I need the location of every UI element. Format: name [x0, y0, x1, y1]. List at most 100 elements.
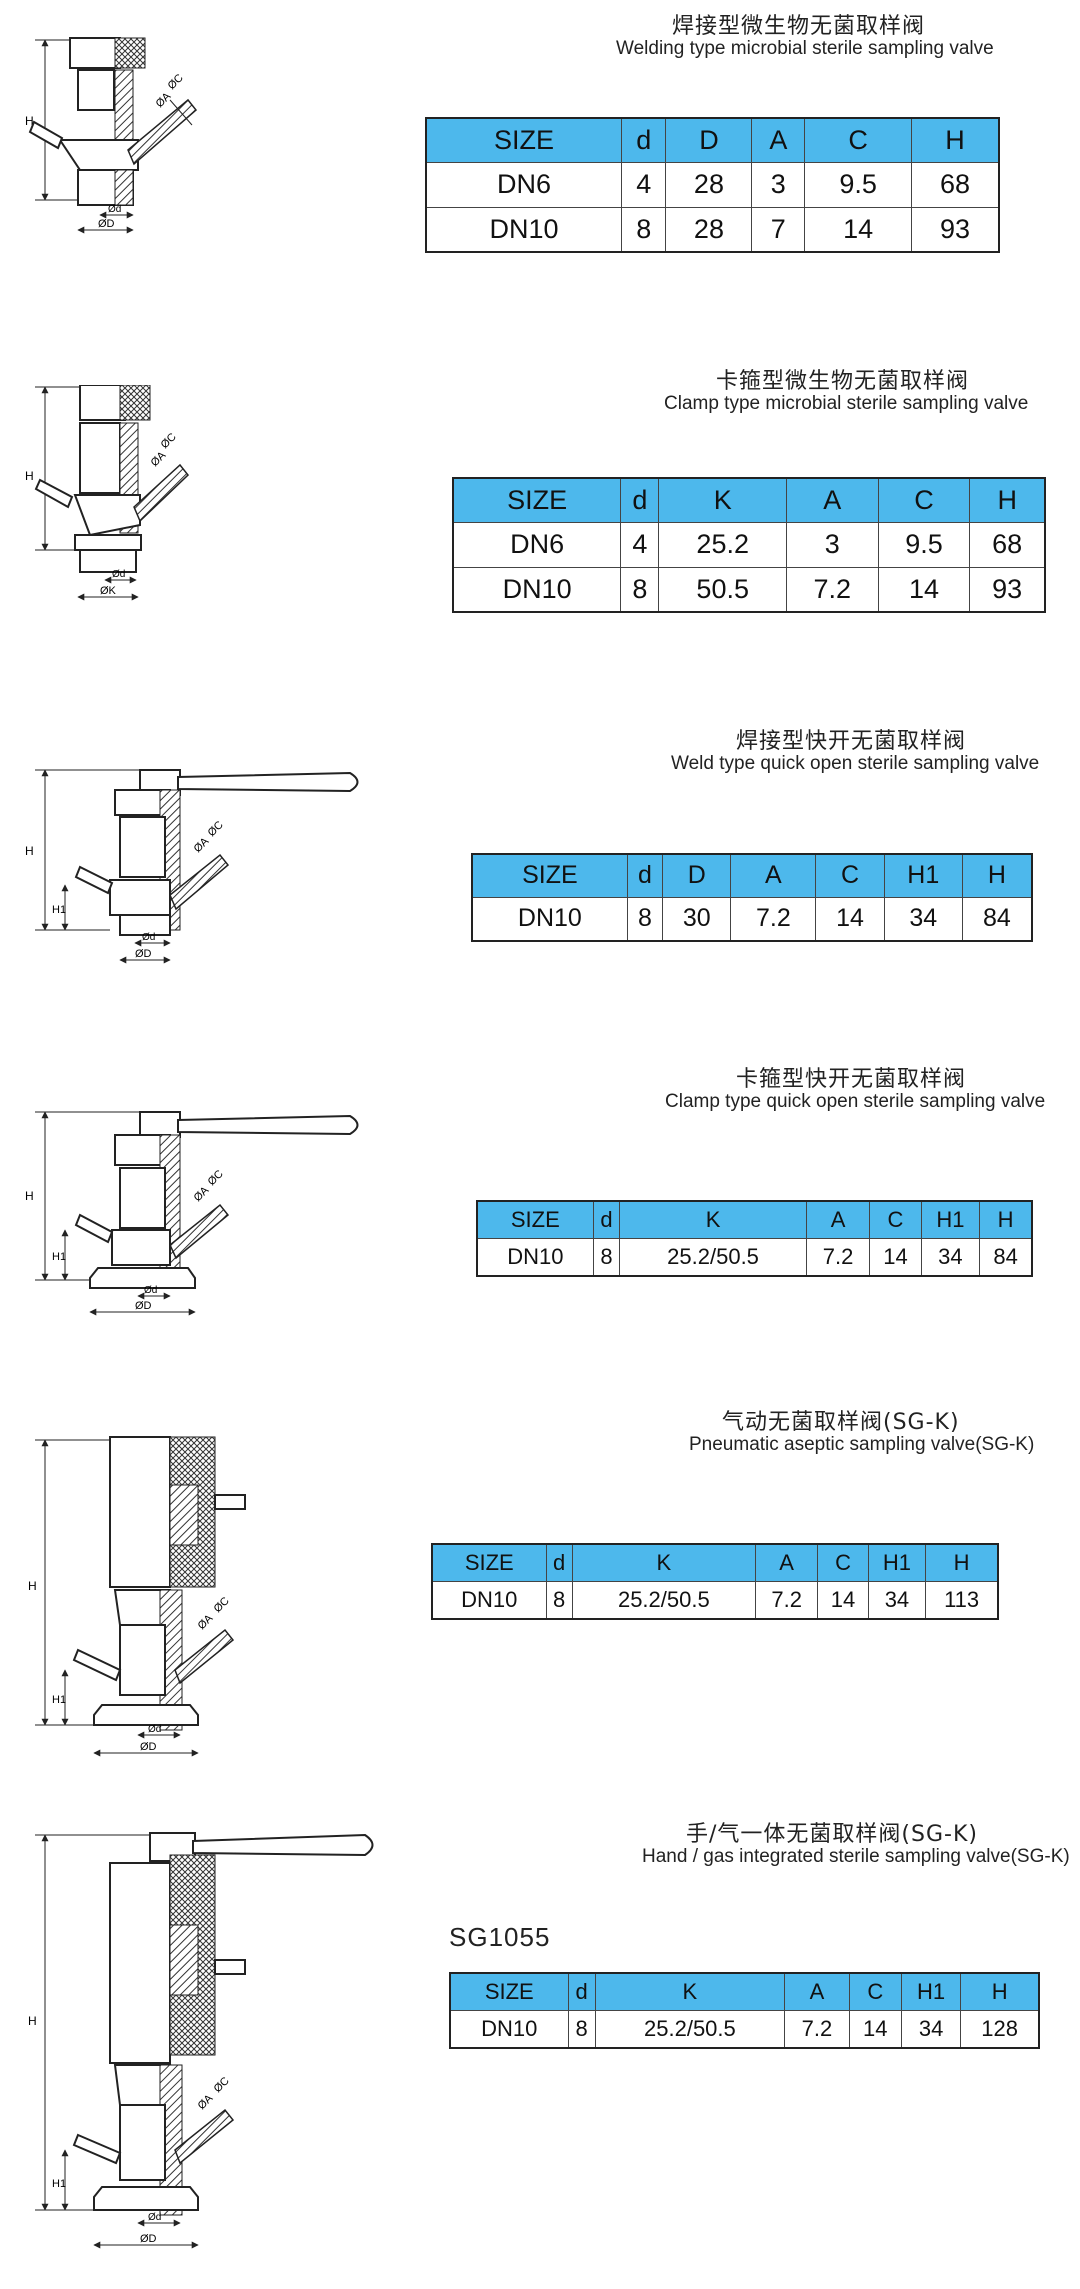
dim-port-a: ØA [192, 1184, 212, 1204]
col-header: D [665, 117, 753, 163]
col-header: C [817, 1543, 869, 1582]
dim-port-c: ØC [159, 431, 179, 451]
table-row: DN10 8 50.5 7.2 14 93 [452, 566, 1046, 613]
section-pneumatic: H H1 ØA ØC Ød ØD 气动无菌取样阀(SG-K) Pneumatic… [0, 1400, 1080, 1790]
table-row: DN6 4 25.2 3 9.5 68 [452, 521, 1046, 568]
table-cell: 8 [620, 206, 667, 253]
section-title-zh: 手/气一体无菌取样阀(SG-K) [686, 1822, 978, 1847]
welding-microbial-diagram: H ØA ØC Ød ØD [25, 37, 198, 234]
table-header-row: SIZE d D A C H [425, 117, 1000, 163]
dim-h1-label: H1 [52, 1694, 66, 1706]
table-cell: 14 [869, 1237, 922, 1277]
section-title-en: Welding type microbial sterile sampling … [616, 38, 994, 59]
table-cell: DN10 [425, 206, 622, 253]
col-header: C [848, 1972, 902, 2011]
table-row: DN10 8 25.2/50.5 7.2 14 34 128 [449, 2009, 1040, 2049]
dim-port-a: ØA [196, 2092, 216, 2112]
table-cell: 25.2/50.5 [571, 1580, 756, 1620]
table-cell: DN6 [425, 161, 622, 208]
table-cell: 8 [592, 1237, 621, 1277]
table-cell: 128 [960, 2009, 1040, 2049]
table-cell: DN10 [452, 566, 622, 613]
table-cell: 14 [877, 566, 971, 613]
col-header: d [592, 1200, 621, 1239]
section-clamp-microbial: H ØA ØC Ød ØK 卡箍型微生物无菌取样阀 Clamp type mic… [0, 355, 1080, 675]
col-header: K [571, 1543, 756, 1582]
dim-h-label: H [28, 1579, 37, 1593]
table-cell: DN6 [452, 521, 622, 568]
col-header: A [805, 1200, 871, 1239]
valve-drawing: H H1 ØA ØC Ød ØD [20, 1425, 320, 1775]
table-cell: 7 [751, 206, 806, 253]
section-weld-quick-open: H H1 ØA ØC Ød ØD 焊接型快开无菌取样阀 Weld type qu… [0, 715, 1080, 1045]
col-header: d [567, 1972, 596, 2011]
table-cell: 7.2 [784, 2009, 850, 2049]
col-header: A [784, 1972, 850, 2011]
section-title-zh: 焊接型快开无菌取样阀 [736, 729, 967, 754]
section-title-en: Clamp type microbial sterile sampling va… [664, 393, 1029, 414]
section-title-en: Weld type quick open sterile sampling va… [671, 753, 1040, 774]
section-title-en: Pneumatic aseptic sampling valve(SG-K) [689, 1434, 1035, 1455]
dim-port-a: ØA [196, 1612, 216, 1632]
col-header: K [619, 1200, 807, 1239]
table-cell: DN10 [471, 896, 628, 942]
table-header-row: SIZE d K A C H1 H [431, 1543, 999, 1582]
col-header: SIZE [471, 853, 628, 898]
table-header-row: SIZE d D A C H1 H [471, 853, 1033, 898]
section-title-zh: 卡箍型微生物无菌取样阀 [716, 369, 970, 394]
table-cell: DN10 [476, 1237, 594, 1277]
dim-base-inner: Ød [144, 1285, 157, 1296]
clamp-microbial-diagram: H ØA ØC Ød ØK [25, 385, 190, 601]
table-cell: 3 [751, 161, 806, 208]
table-cell: 8 [626, 896, 664, 942]
col-header: C [804, 117, 913, 163]
dim-h-label: H [25, 1189, 34, 1203]
section-title-en: Clamp type quick open sterile sampling v… [665, 1091, 1046, 1112]
col-header: A [751, 117, 806, 163]
dim-port-c: ØC [206, 819, 226, 839]
dim-base-outer: ØD [135, 1300, 152, 1312]
table-cell: 25.2/50.5 [619, 1237, 807, 1277]
section-hand-gas: H H1 ØA ØC Ød ØD 手/气一体无菌取样阀(SG-K) Hand /… [0, 1810, 1080, 2289]
table-cell: 50.5 [658, 566, 787, 613]
table-cell: 68 [969, 521, 1046, 568]
dim-base-outer: ØD [140, 1741, 157, 1753]
section-title-en: Hand / gas integrated sterile sampling v… [642, 1846, 1070, 1867]
table-header-row: SIZE d K A C H1 H [476, 1200, 1033, 1239]
spec-table: SIZE d D A C H1 H DN10 8 30 7.2 14 34 84 [471, 853, 1033, 942]
col-header: SIZE [425, 117, 622, 163]
table-cell: 34 [867, 1580, 927, 1620]
col-header: C [877, 477, 971, 523]
col-header: H [961, 853, 1033, 898]
col-header: H1 [867, 1543, 927, 1582]
dim-base-inner: Ød [108, 204, 121, 215]
col-header: SIZE [449, 1972, 569, 2011]
col-header: C [815, 853, 885, 898]
dim-base-outer: ØD [135, 948, 152, 960]
table-cell: 34 [900, 2009, 962, 2049]
table-cell: 9.5 [804, 161, 913, 208]
table-cell: 14 [817, 1580, 869, 1620]
table-cell: 7.2 [730, 896, 817, 942]
col-header: SIZE [476, 1200, 594, 1239]
col-header: A [754, 1543, 819, 1582]
table-cell: 7.2 [785, 566, 879, 613]
section-clamp-quick-open: H H1 ØA ØC Ød ØD 卡箍型快开无菌取样阀 Clamp type q… [0, 1055, 1080, 1385]
col-header: H [911, 117, 1000, 163]
table-cell: 93 [911, 206, 1000, 253]
table-cell: 8 [620, 566, 660, 613]
dim-h-label: H [28, 2014, 37, 2028]
table-cell: 113 [925, 1580, 999, 1620]
dim-h1-label: H1 [52, 2178, 66, 2190]
dim-port-a: ØA [192, 835, 212, 855]
table-cell: 4 [620, 521, 660, 568]
spec-table: SIZE d K A C H1 H DN10 8 25.2/50.5 7.2 1… [449, 1972, 1040, 2049]
table-cell: 4 [620, 161, 667, 208]
table-cell: 8 [567, 2009, 596, 2049]
table-cell: 34 [920, 1237, 981, 1277]
table-row: DN10 8 28 7 14 93 [425, 206, 1000, 253]
spec-table: SIZE d K A C H DN6 4 25.2 3 9.5 68 DN10 … [452, 477, 1046, 613]
col-header: A [785, 477, 879, 523]
dim-h-label: H [25, 469, 34, 483]
col-header: H1 [900, 1972, 962, 2011]
